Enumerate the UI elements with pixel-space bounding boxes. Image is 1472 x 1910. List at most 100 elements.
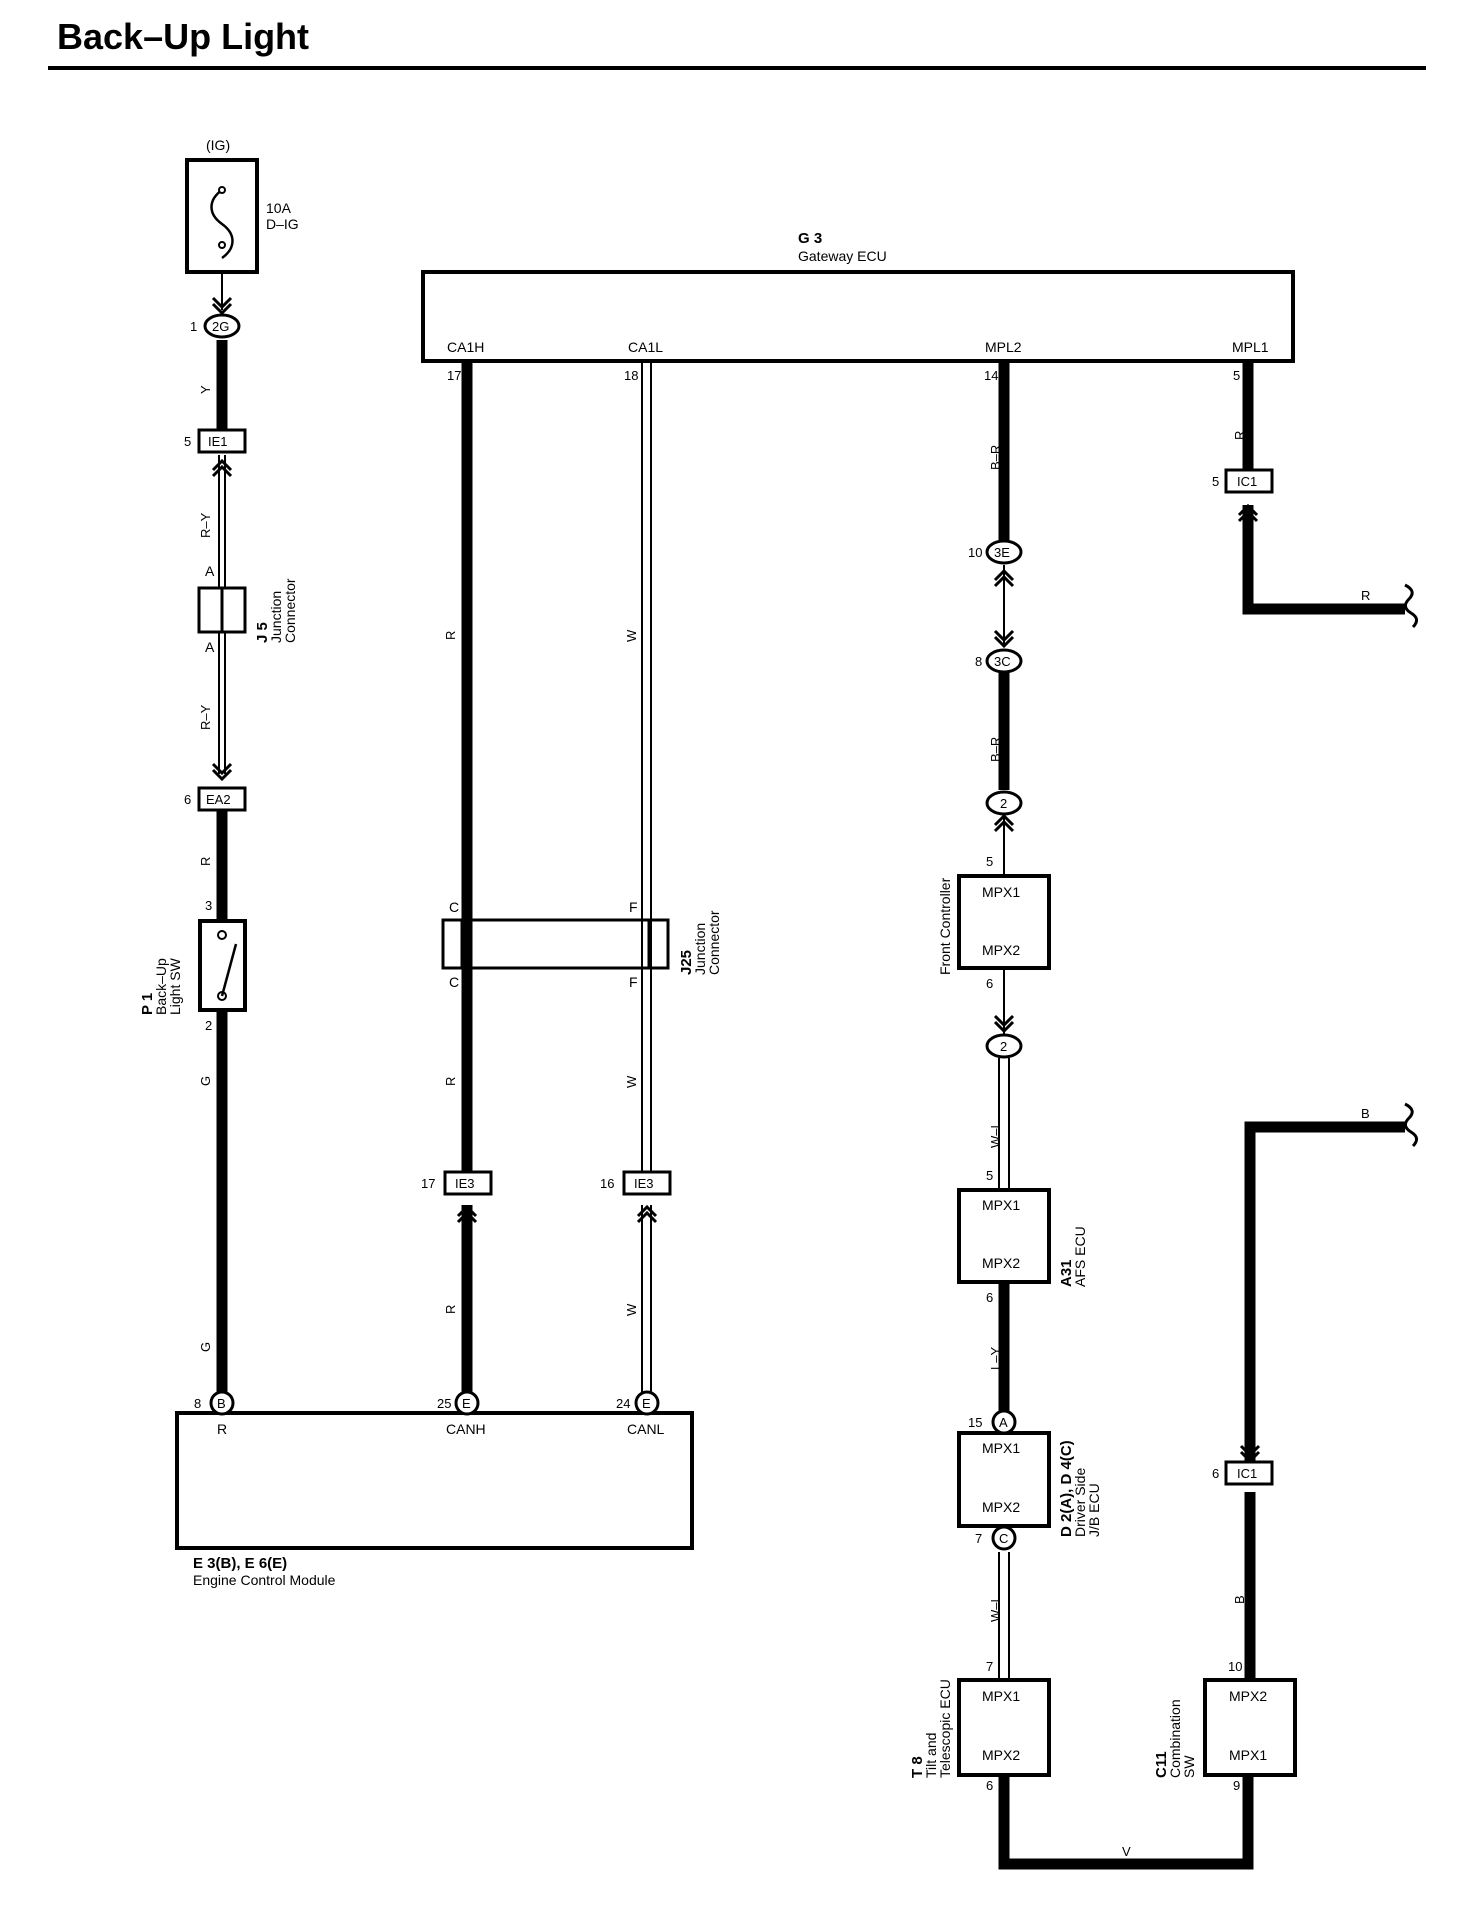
p1-code: P 1 [139,993,156,1015]
front-controller-box [957,874,1051,970]
wire-label-w-canl-3: W [624,1303,639,1316]
pin-8-b: 8 [194,1396,201,1411]
wire-label-r-y-lower: R–Y [198,704,213,730]
fuse-name: D–IG [266,216,299,232]
front-controller-mpx2: MPX2 [982,942,1020,958]
wire-label-r-horizontal: R [1361,588,1370,603]
fuse-box [185,158,259,274]
pin-15-a: 15 [968,1415,982,1430]
pin-6-fc: 6 [986,976,993,991]
j5-name1: Junction [268,591,284,643]
connector-ic1-lower: IC1 [1224,1460,1274,1486]
gateway-pin-ca1h: CA1H [447,339,484,355]
wire-label-b-r-upper: B–R [988,445,1003,470]
wire-label-y: Y [198,385,213,394]
pin-circle-e-canh: E [454,1390,480,1416]
svg-text:B: B [217,1396,226,1411]
j25-code: J25 [678,950,695,975]
pin-5-ie1: 5 [184,434,191,449]
wire-label-w-l-lower: W–L [988,1595,1003,1622]
combo-name2: SW [1181,1755,1197,1778]
wire-label-w-canl-1: W [624,629,639,642]
afs-mpx1: MPX1 [982,1197,1020,1213]
wire-label-w-l-upper: W–L [988,1121,1003,1148]
driver-jb-name1: Driver Side [1072,1468,1088,1537]
pin-8-3c: 8 [975,654,982,669]
afs-code: A31 [1058,1259,1075,1287]
wire-label-v: V [1122,1844,1131,1859]
pin-17-ca1h: 17 [447,368,461,383]
pin-17-ie3: 17 [421,1176,435,1191]
wire-label-r-canh-1: R [443,631,458,640]
afs-name: AFS ECU [1072,1226,1088,1287]
svg-text:3C: 3C [994,654,1011,669]
title-rule [48,66,1426,70]
ecm-box [175,1411,694,1550]
front-controller-name: Front Controller [937,877,953,975]
tilt-code: T 8 [909,1756,926,1778]
wire-v [998,1775,1254,1870]
svg-text:A: A [999,1415,1008,1430]
pin-6-tilt: 6 [986,1778,993,1793]
fuse-rating: 10A [266,200,292,216]
arrow-ie1 [211,459,233,478]
pin-7-tilt: 7 [986,1659,993,1674]
pin-16-ie3: 16 [600,1176,614,1191]
pin-10-combo: 10 [1228,1659,1242,1674]
pin-10-3e: 10 [968,545,982,560]
pin-circle-b: B [209,1390,235,1416]
tilt-telescopic-ecu-box [957,1678,1051,1777]
connector-ie3-canl: IE3 [622,1170,672,1196]
combo-code: C11 [1153,1751,1170,1778]
combo-name1: Combination [1167,1699,1183,1778]
wire-b [1244,1102,1418,1680]
wire-label-g-lower: G [198,1342,213,1352]
connector-ie3-canh: IE3 [443,1170,493,1196]
wire-label-r-canh-3: R [443,1305,458,1314]
connector-ie1: IE1 [197,428,247,454]
connector-2-lower: 2 [985,1033,1023,1059]
j5-code: J 5 [254,622,271,643]
gateway-pin-ca1l: CA1L [628,339,663,355]
ecm-name: Engine Control Module [193,1572,336,1588]
power-source: (IG) [206,137,230,153]
pin-24-e: 24 [616,1396,630,1411]
svg-text:IE1: IE1 [208,434,228,449]
pin-circle-a: A [991,1409,1017,1435]
wire-label-b-r-lower: B–R [988,737,1003,762]
arrow-ie3-canl [636,1205,658,1224]
p1-name1: Back–Up [153,958,169,1015]
wire-w-l-lower [998,1552,1010,1680]
svg-text:2: 2 [1000,796,1007,811]
gateway-pin-mpl1: MPL1 [1232,339,1269,355]
gateway-ecu-box [421,270,1295,363]
pin-5-fc: 5 [986,854,993,869]
pin-6-ea2: 6 [184,792,191,807]
svg-text:IC1: IC1 [1237,474,1257,489]
svg-text:IC1: IC1 [1237,1466,1257,1481]
afs-ecu-box [957,1188,1051,1284]
combination-sw-box [1203,1678,1297,1777]
wire-label-r-p1: R [198,857,213,866]
j5-term-top: A [205,563,215,579]
pin-3-p1: 3 [205,898,212,913]
gateway-name: Gateway ECU [798,248,887,264]
j5-name2: Connector [282,578,298,643]
j25-connector [441,918,670,970]
svg-text:2G: 2G [212,319,229,334]
wire-canl-w [641,362,652,1392]
connector-ea2: EA2 [197,786,247,812]
connector-3e: 3E [985,539,1023,565]
svg-text:E: E [462,1396,471,1411]
wire-mpl1-r [1242,362,1418,629]
tilt-name2: Telescopic ECU [937,1679,953,1778]
p1-backup-light-switch [198,919,247,1012]
svg-text:E: E [642,1396,651,1411]
svg-text:IE3: IE3 [634,1176,654,1191]
connector-2g: 2G [203,313,241,339]
p1-name2: Light SW [167,957,183,1015]
driver-jb-name2: J/B ECU [1086,1483,1102,1537]
gateway-code: G 3 [798,230,822,247]
pin-circle-c: C [991,1525,1017,1551]
svg-text:C: C [999,1531,1008,1546]
